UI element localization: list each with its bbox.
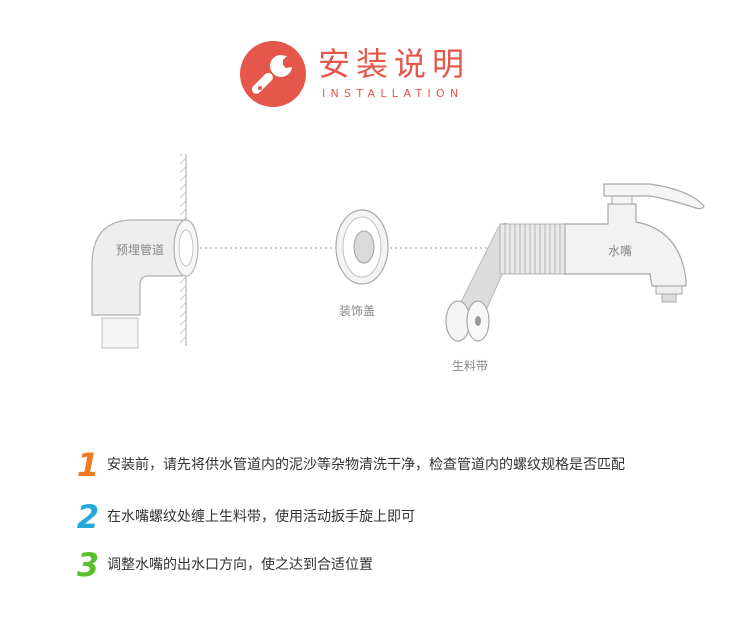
step-number: 3 — [76, 546, 100, 584]
wrench-icon — [240, 41, 306, 107]
page-title: 安装说明 — [318, 45, 471, 83]
label-faucet: 水嘴 — [608, 244, 632, 258]
step-1: 1 安装前，请先将供水管道内的泥沙等杂物清洗干净，检查管道内的螺纹规格是否匹配 — [70, 445, 730, 485]
step-2: 2 在水嘴螺纹处缠上生料带，使用活动扳手旋上即可 — [70, 497, 730, 537]
installation-diagram: 预埋管道 装饰盖 生料带 水嘴 — [91, 154, 705, 373]
step-text: 在水嘴螺纹处缠上生料带，使用活动扳手旋上即可 — [107, 509, 415, 525]
label-ptfe-tape: 生料带 — [452, 359, 488, 373]
label-embedded-pipe: 预埋管道 — [116, 242, 164, 257]
step-3: 3 调整水嘴的出水口方向，使之达到合适位置 — [70, 545, 730, 585]
step-text: 调整水嘴的出水口方向，使之达到合适位置 — [107, 557, 373, 573]
faucet — [499, 183, 705, 303]
header: 安装说明 INSTALLATION — [0, 0, 750, 120]
label-decorative-cover: 装饰盖 — [339, 304, 375, 318]
decorative-cover — [335, 209, 389, 285]
step-text: 安装前，请先将供水管道内的泥沙等杂物清洗干净，检查管道内的螺纹规格是否匹配 — [107, 457, 625, 473]
embedded-pipe — [91, 219, 199, 349]
page-subtitle: INSTALLATION — [322, 87, 464, 100]
step-number: 1 — [76, 446, 100, 484]
step-number: 2 — [76, 498, 100, 536]
